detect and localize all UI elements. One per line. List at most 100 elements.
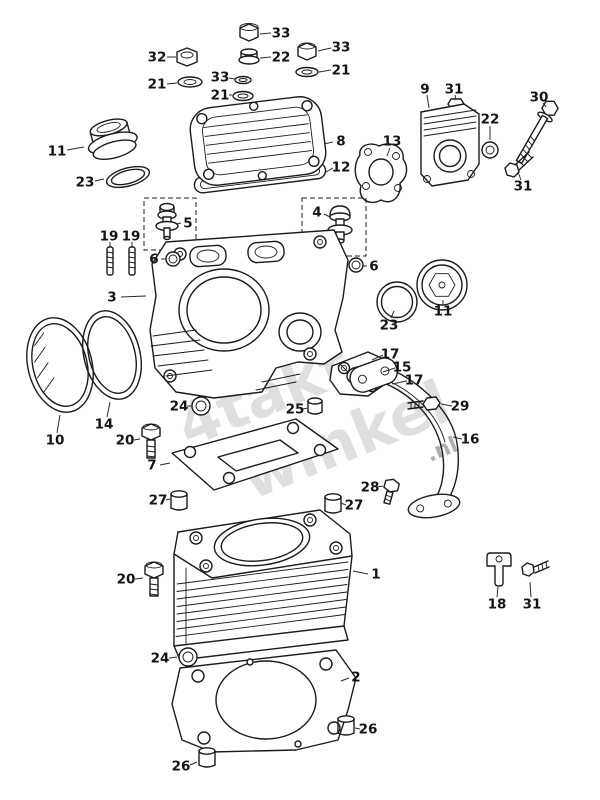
callout-label: 5	[183, 216, 192, 232]
callout-label: 26	[359, 722, 378, 738]
leader-line	[376, 485, 384, 488]
leader-line	[134, 577, 144, 580]
callout-label: 33	[211, 70, 230, 86]
washer-22-right	[481, 141, 499, 159]
callout-label: 18	[488, 597, 507, 613]
callout-label: 6	[149, 252, 158, 268]
callout-label: 4	[312, 205, 321, 221]
cylinder-studs	[106, 246, 136, 276]
o-ring-23-right	[376, 281, 418, 323]
callout-label: 27	[149, 493, 168, 509]
leader-line	[165, 498, 171, 501]
dowel-pin-25	[307, 397, 323, 415]
callout-label: 1	[371, 567, 380, 583]
dowel-pin-27-left	[170, 490, 188, 511]
leader-line	[390, 310, 395, 319]
leader-line	[542, 102, 547, 108]
callout-label: 21	[332, 63, 351, 79]
callout-label: 33	[272, 26, 291, 42]
leader-line	[120, 295, 147, 298]
leader-line	[371, 354, 384, 361]
leader-line	[318, 69, 332, 73]
dowel-pin-26-left	[198, 747, 216, 768]
callout-label: 2	[351, 670, 360, 686]
leader-line	[325, 167, 334, 173]
leader-line	[259, 32, 272, 35]
leader-line	[228, 77, 236, 80]
callout-label: 17	[405, 373, 424, 389]
cable-clamp-18	[486, 552, 512, 587]
callout-label: 21	[211, 88, 230, 104]
callout-label: 22	[481, 112, 500, 128]
leader-line	[106, 401, 111, 418]
callout-label: 6	[369, 259, 378, 275]
callout-label: 24	[170, 399, 189, 415]
nut-32	[176, 47, 198, 67]
leader-line	[340, 502, 347, 506]
callout-label: 27	[345, 498, 364, 514]
callout-label: 22	[272, 50, 291, 66]
leader-line	[94, 178, 105, 182]
leader-line	[529, 581, 532, 598]
callout-label: 28	[361, 480, 380, 496]
cover-ring-14	[82, 310, 142, 400]
cylinder-base-gasket	[171, 649, 357, 753]
callout-label: 13	[383, 134, 402, 150]
hex-bolt-20-upper	[141, 423, 161, 459]
leader-line	[391, 380, 408, 385]
washer-21-small	[232, 90, 254, 102]
callout-label: 7	[147, 458, 156, 474]
leader-line	[517, 171, 522, 181]
leader-line	[496, 586, 499, 598]
o-ring-23-left	[105, 165, 151, 189]
leader-line	[454, 94, 457, 101]
callout-label: 32	[148, 50, 167, 66]
leader-line	[317, 47, 332, 52]
leader-line	[159, 462, 171, 466]
hex-bolt-29	[407, 396, 441, 411]
leader-line	[168, 656, 178, 659]
leader-line	[175, 222, 182, 225]
cap-nut-33-top	[239, 23, 259, 42]
callout-label: 29	[451, 399, 470, 415]
callout-label: 25	[286, 402, 305, 418]
cylinder-head-gasket	[171, 418, 339, 491]
intake-pipe-cap	[87, 118, 138, 160]
callout-label: 23	[380, 318, 399, 334]
cap-nut-33-right	[297, 42, 317, 61]
o-ring-24-upper	[191, 396, 211, 416]
callout-label: 16	[461, 432, 480, 448]
round-cover-10	[26, 317, 94, 413]
callout-label: 20	[116, 433, 135, 449]
washer-21-left	[177, 76, 203, 88]
callout-label: 33	[332, 40, 351, 56]
o-ring-6-left	[165, 251, 181, 267]
leader-line	[259, 56, 272, 59]
leader-line	[340, 677, 350, 682]
dowel-pin-26-right	[337, 715, 355, 736]
leader-line	[302, 407, 309, 410]
callout-label: 19	[100, 229, 119, 245]
callout-label: 3	[107, 290, 116, 306]
washer-33-small	[234, 75, 252, 85]
leader-line	[166, 82, 178, 85]
callout-label: 30	[530, 90, 549, 106]
callout-label: 31	[514, 179, 533, 195]
hex-bolt-28	[383, 478, 401, 505]
callout-label: 11	[434, 304, 453, 320]
hex-bolt-31-right	[504, 151, 534, 178]
o-ring-24-lower	[178, 647, 198, 667]
leader-line	[133, 438, 141, 441]
leader-line	[189, 761, 198, 766]
washer-21-right	[295, 66, 319, 78]
leader-line	[352, 570, 369, 575]
callout-label: 26	[172, 759, 191, 775]
leader-line	[354, 727, 361, 730]
leader-line	[323, 141, 334, 145]
callout-label: 19	[122, 229, 141, 245]
tappet-cover-cap-11-right	[416, 259, 468, 311]
dowel-pin-27-right	[324, 493, 342, 514]
leader-line	[440, 403, 453, 407]
